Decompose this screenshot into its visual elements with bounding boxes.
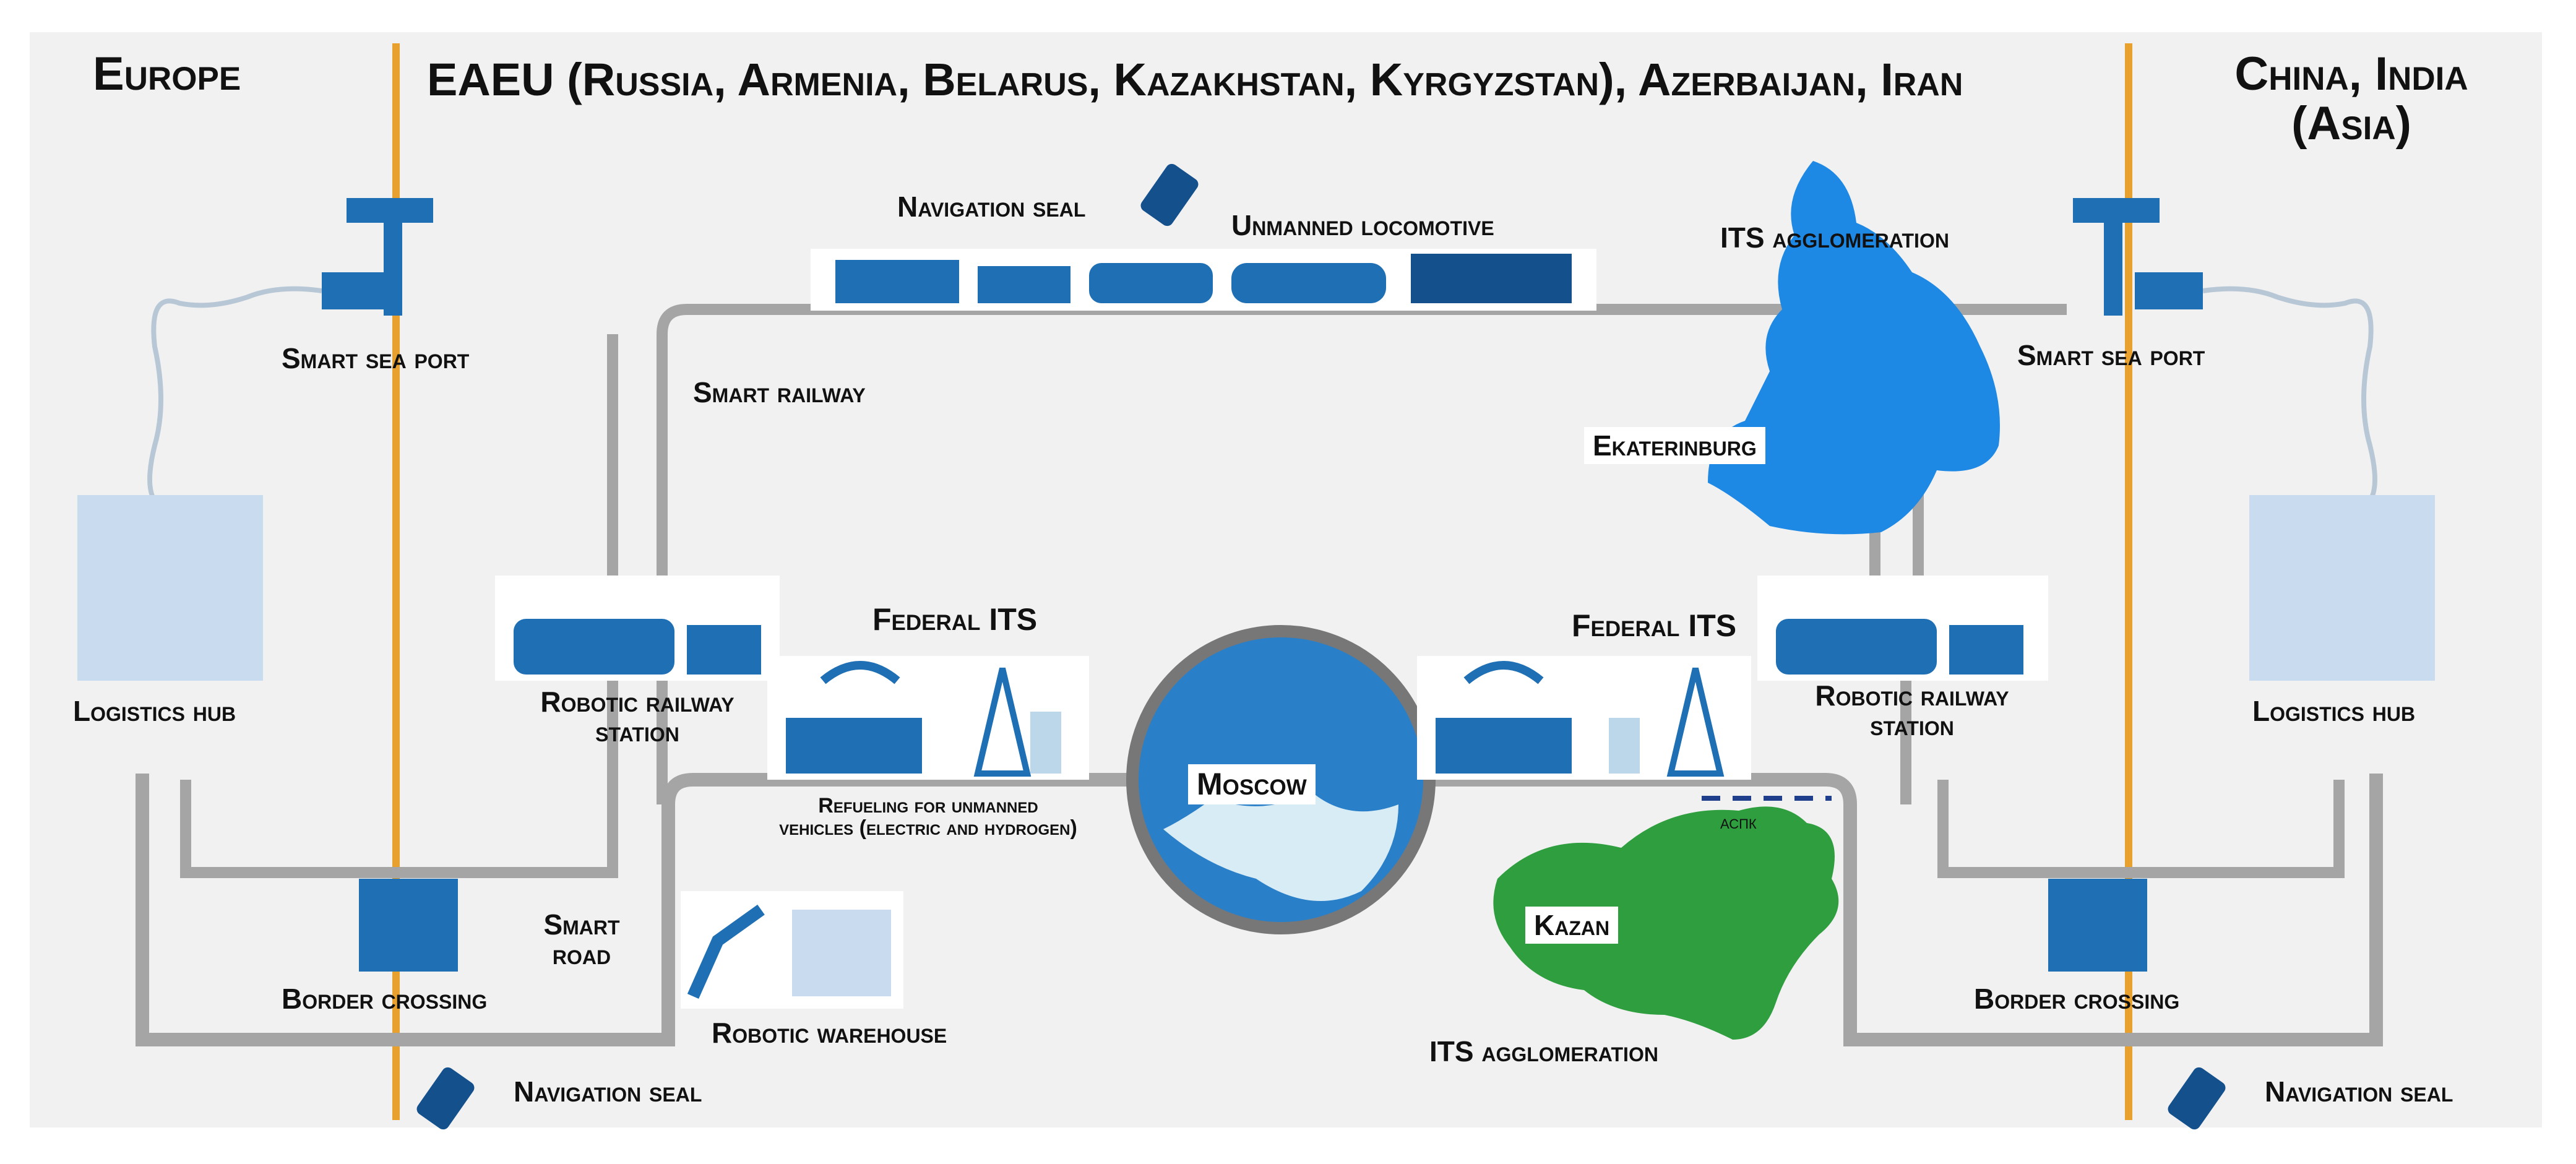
antenna-tower-icon <box>973 667 1032 777</box>
logistics-warehouse-icon <box>2249 495 2435 681</box>
smart-road-right <box>1398 773 2383 1046</box>
label-smart-road-line1: Smart <box>543 908 620 941</box>
rail-station-icon <box>1757 576 2048 681</box>
label-kazan: Kazan <box>1525 907 1619 944</box>
sea-lane-right <box>2202 286 2377 510</box>
wifi-icon <box>820 661 900 684</box>
truck-icon <box>786 718 922 774</box>
label-refueling: Refueling for unmanned vehicles (electri… <box>736 795 1120 839</box>
border-officer-icon <box>2048 879 2147 972</box>
label-navigation-seal-top: Navigation seal <box>897 191 1086 223</box>
label-navigation-seal-bottom-right: Navigation seal <box>2265 1076 2453 1108</box>
padlock-seal-icon <box>1140 163 1199 226</box>
label-robotic-railway-station-right-line1: Robotic railway <box>1815 679 2009 712</box>
kazan-region-map <box>1493 806 1839 1040</box>
railway-track-right <box>1900 681 2345 878</box>
padlock-seal-icon <box>2168 1067 2226 1130</box>
region-europe: Europe <box>93 48 241 100</box>
robot-arm-icon <box>681 891 903 1009</box>
label-robotic-railway-station-left: Robotic railway station <box>489 687 786 747</box>
train-icon <box>811 249 1596 311</box>
crane-port-icon <box>322 198 433 316</box>
label-smart-sea-port-left: Smart sea port <box>282 342 470 374</box>
label-logistics-hub-right: Logistics hub <box>2252 695 2416 727</box>
region-asia: China, India (Asia) <box>2190 50 2512 149</box>
label-robotic-railway-station-right: Robotic railway station <box>1764 681 2061 741</box>
label-smart-road-line2: road <box>552 938 611 971</box>
region-asia-line1: China, India <box>2234 48 2468 100</box>
label-smart-road: Smart road <box>526 910 637 970</box>
sea-lane-left <box>147 286 322 510</box>
label-acpk: АСПК <box>1720 816 1757 832</box>
label-moscow: Moscow <box>1188 764 1316 804</box>
smart-road-left <box>136 773 1176 1046</box>
label-logistics-hub-left: Logistics hub <box>73 695 236 727</box>
truck-icon <box>1436 718 1572 774</box>
label-border-crossing-left: Border crossing <box>282 983 488 1015</box>
label-smart-sea-port-right: Smart sea port <box>2017 339 2205 371</box>
globe-landmass <box>1163 792 1398 901</box>
label-its-agglomeration-top: ITS agglomeration <box>1720 222 1949 254</box>
label-robotic-railway-station-right-line2: station <box>1870 709 1954 742</box>
region-asia-line2: (Asia) <box>2291 97 2411 150</box>
ekaterinburg-region-map <box>1708 161 2000 535</box>
antenna-tower-icon <box>1666 667 1725 777</box>
label-federal-its-right: Federal ITS <box>1572 608 1737 643</box>
federal-its-right-cluster <box>1417 656 1751 780</box>
label-refueling-line2: vehicles (electric and hydrogen) <box>779 816 1077 840</box>
logistics-warehouse-icon <box>77 495 263 681</box>
label-refueling-line1: Refueling for unmanned <box>818 794 1038 817</box>
region-eaeu: EAEU (Russia, Armenia, Belarus, Kazakhst… <box>427 54 1963 105</box>
label-ekaterinburg: Ekaterinburg <box>1584 427 1765 465</box>
label-smart-railway: Smart railway <box>693 376 866 408</box>
rail-station-icon <box>495 576 780 681</box>
border-officer-icon <box>359 879 458 972</box>
crane-port-icon <box>2073 198 2203 316</box>
label-robotic-railway-station-left-line2: station <box>595 715 679 748</box>
label-robotic-railway-station-left-line1: Robotic railway <box>540 686 734 718</box>
federal-its-left-cluster <box>767 656 1089 780</box>
padlock-seal-icon <box>416 1067 475 1130</box>
label-unmanned-locomotive: Unmanned locomotive <box>1231 209 1494 241</box>
label-its-agglomeration-bottom: ITS agglomeration <box>1429 1035 1658 1067</box>
wifi-icon <box>1463 661 1544 684</box>
label-border-crossing-right: Border crossing <box>1974 983 2180 1015</box>
label-robotic-warehouse: Robotic warehouse <box>712 1017 947 1049</box>
fuel-station-icon <box>1609 718 1640 774</box>
label-federal-its-left: Federal ITS <box>872 602 1038 637</box>
label-navigation-seal-bottom-left: Navigation seal <box>514 1076 702 1108</box>
fuel-station-icon <box>1030 712 1061 774</box>
